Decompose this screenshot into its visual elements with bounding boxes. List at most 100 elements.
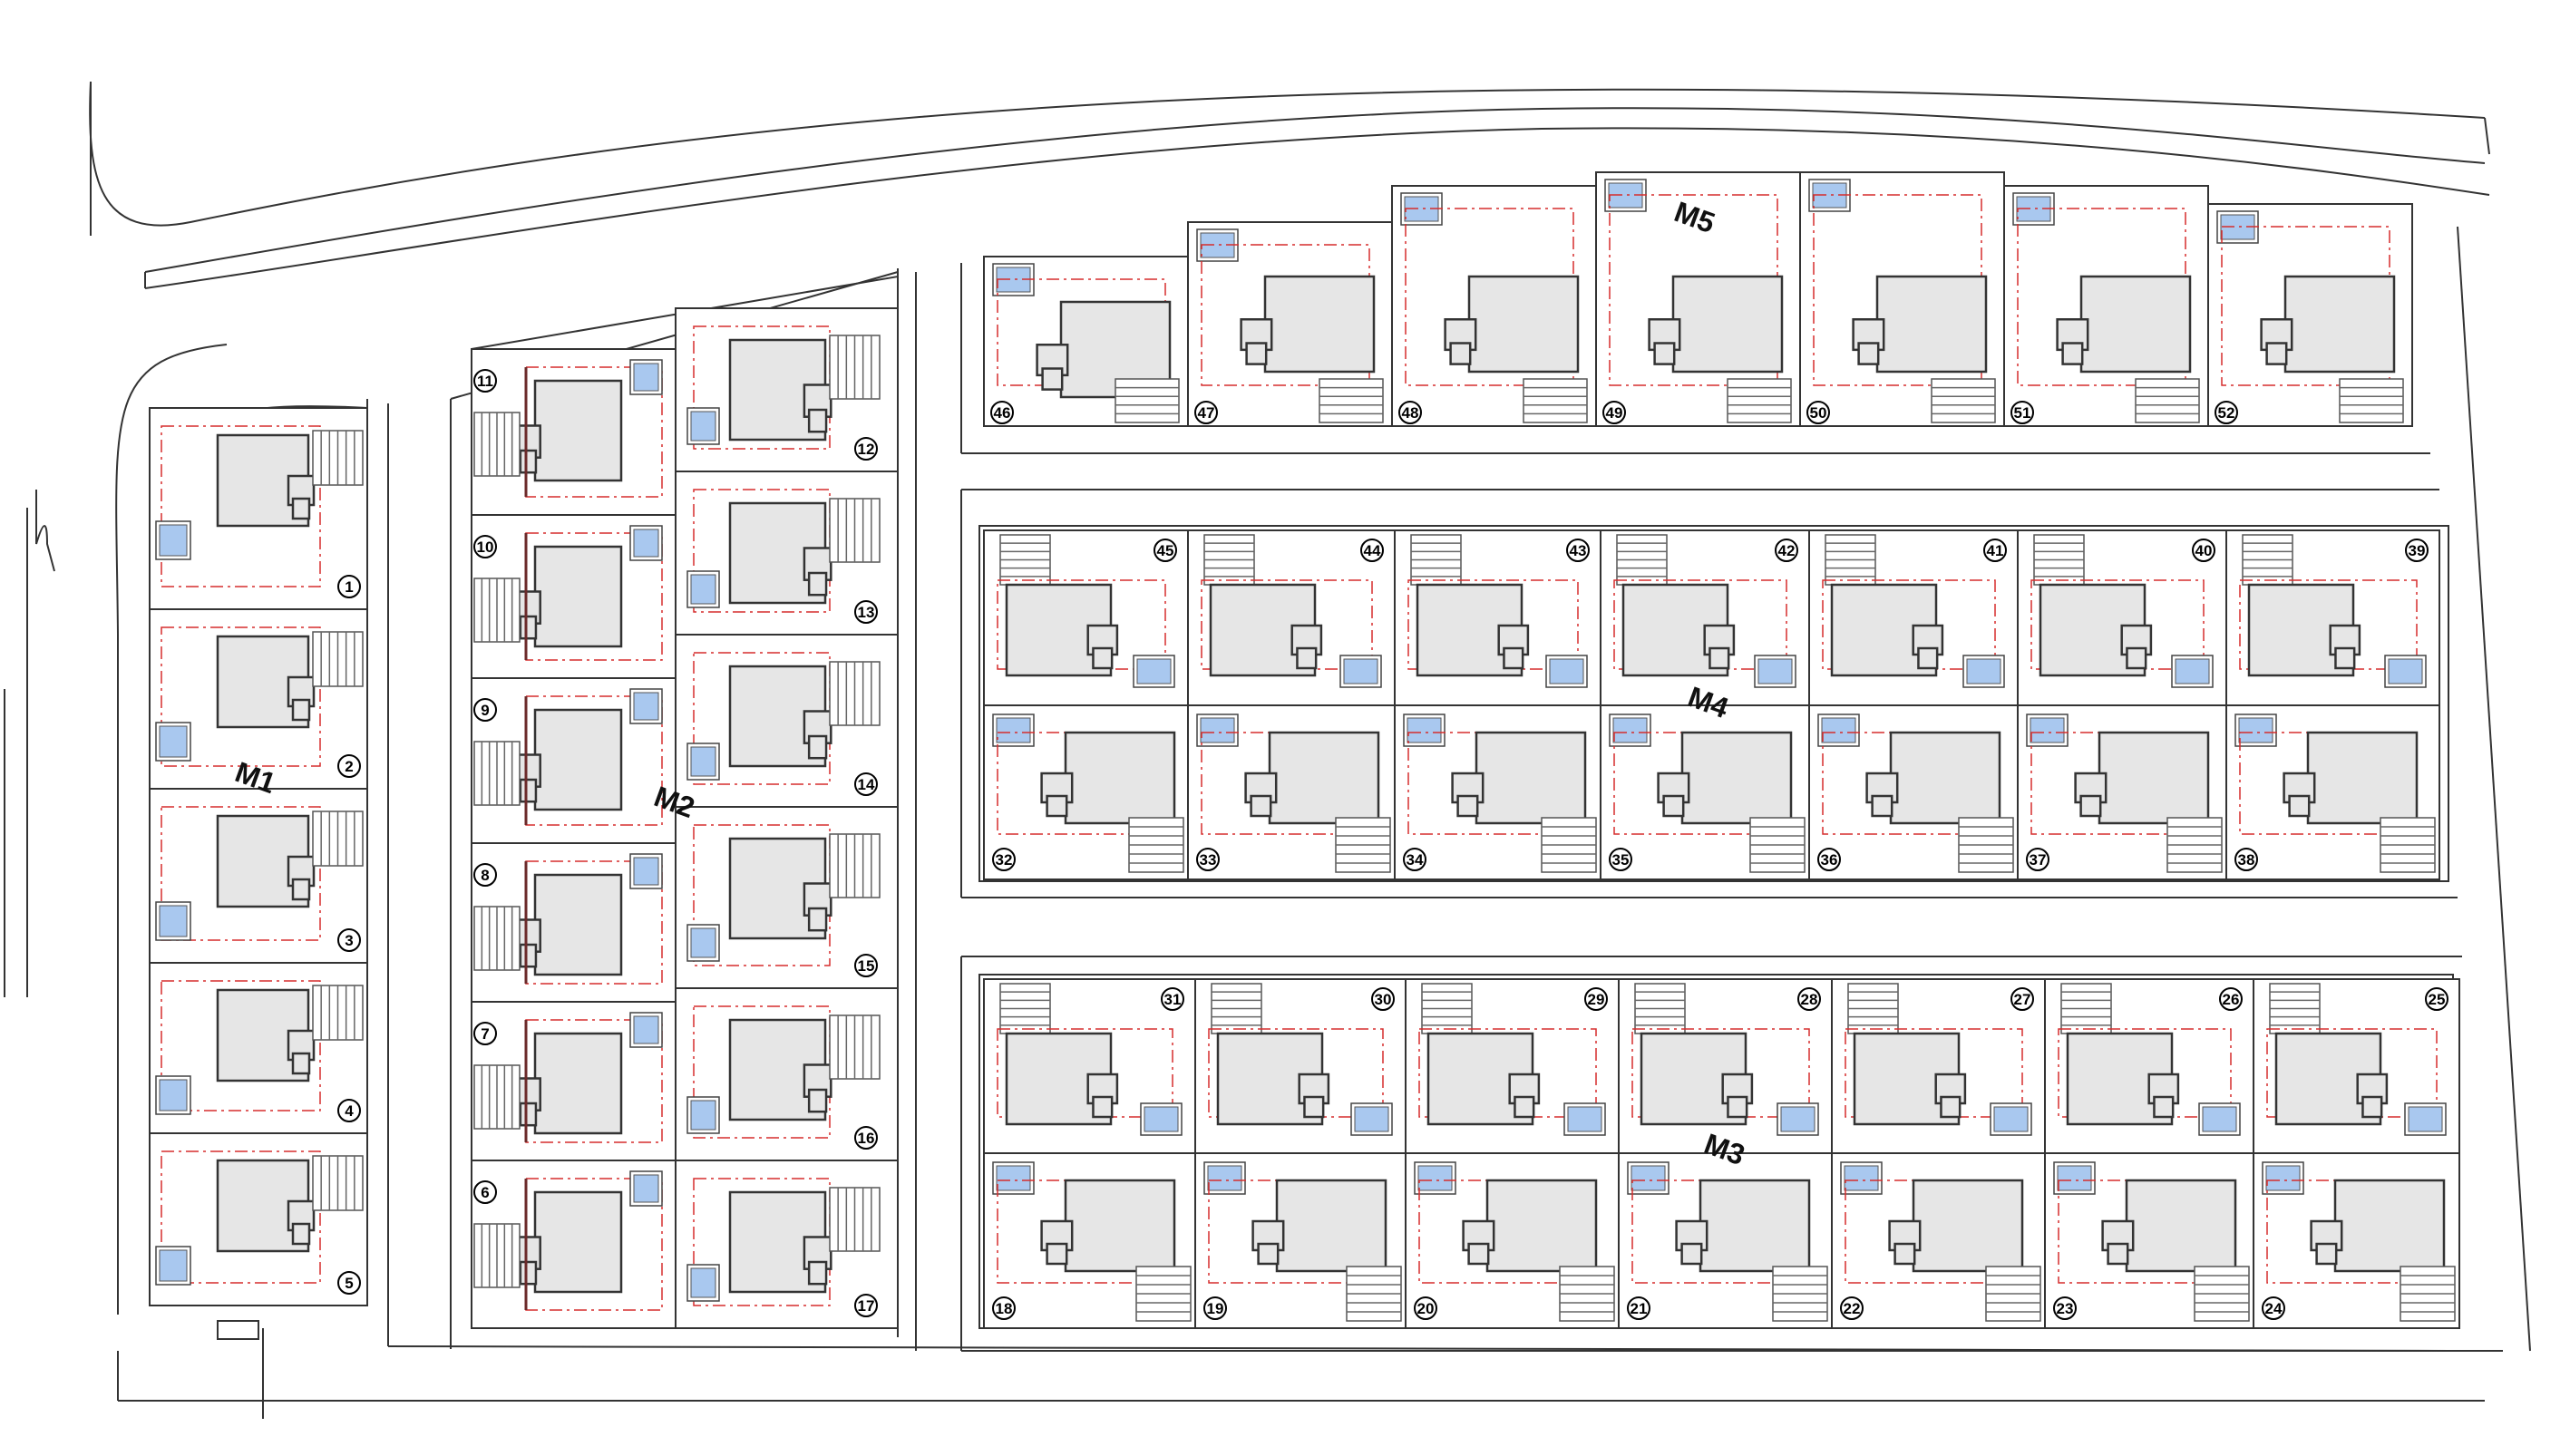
- plot-number-circle: [1161, 987, 1184, 1011]
- plot-number: 31: [1164, 991, 1182, 1008]
- plot-number: 9: [481, 702, 489, 719]
- plot-44: 44: [1187, 529, 1396, 706]
- plot-18: 18: [983, 1152, 1196, 1329]
- roads-layer: [4, 81, 2531, 1419]
- pool-water: [159, 524, 188, 557]
- setback-line: [161, 980, 321, 1111]
- stair-stripes: [473, 1064, 521, 1130]
- stair-stripes: [2033, 534, 2085, 586]
- plot-number-badge: 28: [1797, 987, 1821, 1011]
- plot-51: 51: [2003, 185, 2209, 427]
- house-annex-small: [1303, 1095, 1325, 1119]
- house-annex-small: [1250, 794, 1272, 818]
- pool: [2234, 713, 2277, 747]
- plot-19: 19: [1194, 1152, 1407, 1329]
- house-annex-small: [807, 571, 828, 597]
- plot-number: 29: [1588, 991, 1605, 1008]
- plot-16: 16: [675, 987, 899, 1161]
- road-line: [2457, 226, 2531, 1352]
- stair-outline: [1115, 378, 1180, 423]
- house-main: [2079, 275, 2192, 374]
- stair-stripes: [312, 430, 364, 486]
- house-annex-small: [1708, 646, 1730, 670]
- stair-stripes: [2135, 378, 2200, 423]
- pool: [2171, 655, 2214, 688]
- plot-number: 13: [858, 604, 875, 621]
- plot-number-badge: 23: [2053, 1296, 2077, 1320]
- plot-number: 12: [858, 441, 875, 458]
- house-footprint: [1209, 583, 1323, 677]
- plot-number: 51: [2014, 404, 2031, 422]
- stair-stripes: [1931, 378, 1996, 423]
- plot-number-badge: 44: [1360, 539, 1384, 562]
- plot-1: 1: [149, 407, 368, 610]
- house-annex-small: [1940, 1095, 1962, 1119]
- house-annex-small: [2315, 1242, 2338, 1266]
- house-main: [1671, 275, 1784, 374]
- pool: [1777, 1102, 1819, 1136]
- house-footprint: [514, 379, 623, 482]
- pool: [629, 525, 663, 561]
- pool-water: [1207, 1165, 1242, 1191]
- setback-line: [525, 532, 663, 661]
- pool-water: [1343, 658, 1378, 684]
- house-annex-small: [1046, 794, 1068, 818]
- house-annex-small: [1041, 367, 1064, 391]
- pool-water: [1417, 1165, 1453, 1191]
- plot-8: 8: [471, 842, 677, 1003]
- plot-31: 31: [983, 978, 1196, 1154]
- house-footprint: [2274, 1032, 2389, 1126]
- house-footprint: [514, 545, 623, 648]
- plot-number-badge: 41: [1983, 539, 2007, 562]
- plot-number-circle: [2262, 1296, 2285, 1320]
- house-footprint: [1852, 275, 1988, 374]
- stair-outline: [2135, 378, 2200, 423]
- plot-number-circle: [1817, 848, 1841, 871]
- pool: [992, 1161, 1035, 1195]
- house-main: [533, 1032, 623, 1135]
- house-footprint: [728, 501, 832, 605]
- house-annex-small: [2061, 342, 2084, 365]
- house-annex-small: [2265, 342, 2288, 365]
- plot-number-badge: 47: [1194, 401, 1218, 424]
- plot-number: 43: [1570, 542, 1587, 559]
- plot-number-badge: 34: [1403, 848, 1426, 871]
- plot-number-badge: 8: [473, 863, 497, 887]
- plot-number: 46: [994, 404, 1011, 422]
- plot-number: 20: [1417, 1300, 1435, 1317]
- house-footprint: [2074, 731, 2210, 825]
- pool: [1203, 1161, 1246, 1195]
- plot-12: 12: [675, 307, 899, 472]
- plot-3: 3: [149, 788, 368, 964]
- pool: [629, 1170, 663, 1207]
- house-footprint: [1240, 275, 1376, 374]
- plot-number: 25: [2429, 991, 2446, 1008]
- pool-water: [1631, 1165, 1666, 1191]
- plot-number-badge: 25: [2425, 987, 2448, 1011]
- plot-47: 47: [1187, 221, 1393, 427]
- pool: [2053, 1161, 2096, 1195]
- plot-29: 29: [1405, 978, 1620, 1154]
- stair-stripes: [2194, 1266, 2250, 1322]
- house-footprint: [216, 433, 316, 528]
- plot-35: 35: [1600, 704, 1810, 880]
- house-footprint: [1040, 731, 1176, 825]
- stair-outline: [1319, 378, 1384, 423]
- plot-5: 5: [149, 1132, 368, 1306]
- plot-number-badge: 9: [473, 698, 497, 722]
- house-main: [1889, 731, 2001, 825]
- house-footprint: [2283, 731, 2419, 825]
- plot-number: 26: [2223, 991, 2240, 1008]
- house-footprint: [1462, 1179, 1598, 1273]
- house-main: [533, 379, 623, 482]
- stair-stripes: [2166, 817, 2223, 873]
- house-annex-small: [519, 943, 538, 968]
- plot-number: 48: [1402, 404, 1419, 422]
- plot-number-badge: 49: [1602, 401, 1626, 424]
- plot-number: 30: [1375, 991, 1392, 1008]
- house-footprint: [1657, 731, 1793, 825]
- pool: [686, 743, 720, 781]
- stair-stripes: [829, 833, 881, 898]
- house-main: [1263, 275, 1376, 374]
